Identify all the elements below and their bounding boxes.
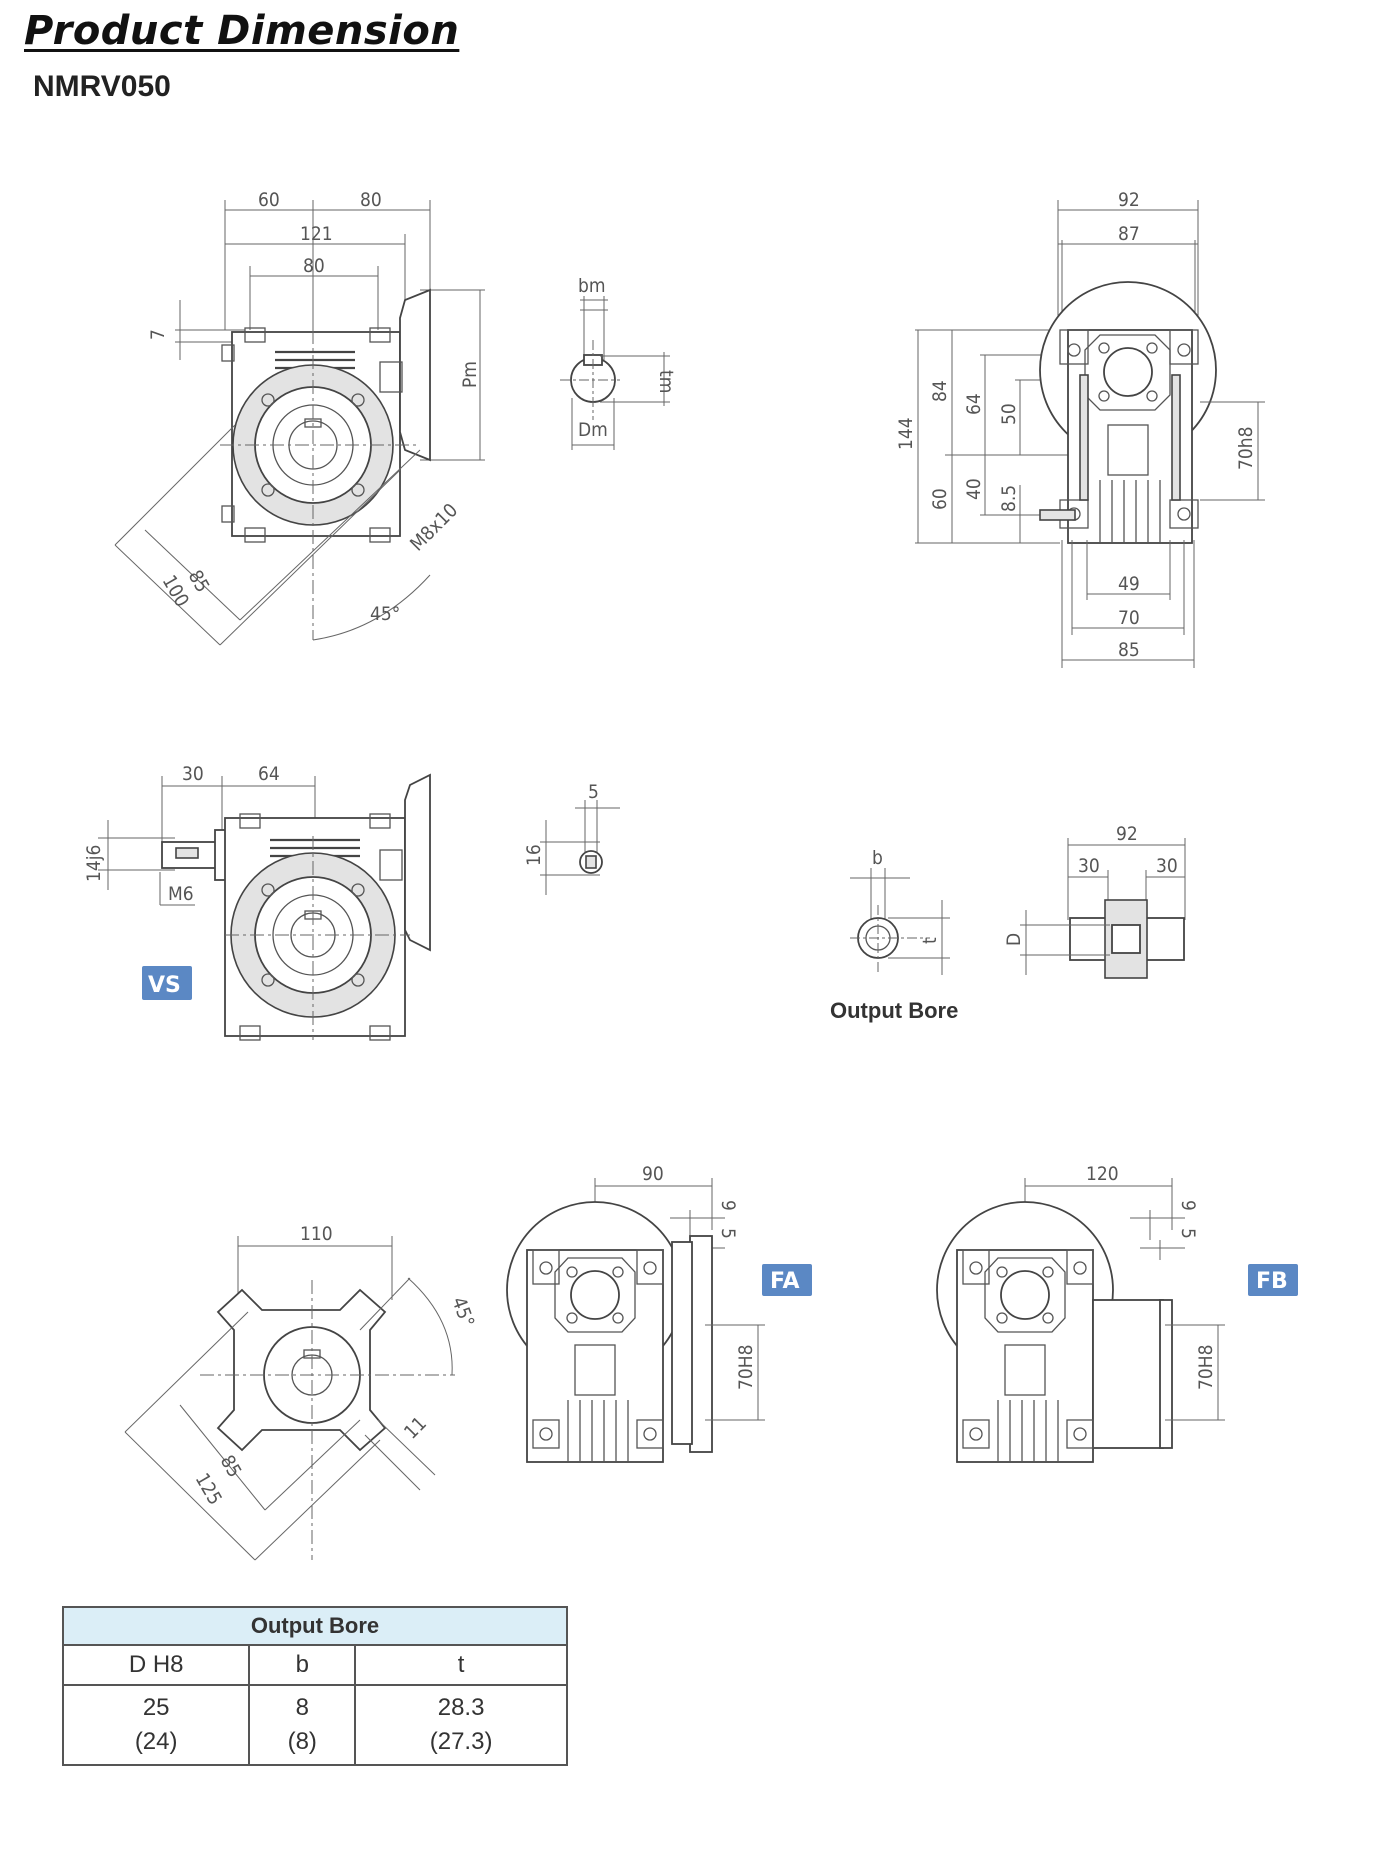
output-bore-caption: Output Bore: [830, 998, 959, 1023]
dim-side-92: 92: [1118, 189, 1140, 211]
dim-fb-5: 5: [1177, 1228, 1199, 1239]
table-cell-b-alt: (8): [287, 1728, 317, 1755]
fa-badge-label: FA: [770, 1269, 800, 1294]
dim-flange-85: 85: [216, 1452, 246, 1482]
dim-vs-64: 64: [258, 763, 280, 785]
dim-side-40: 40: [963, 478, 985, 500]
dim-side-70h8: 70h8: [1235, 427, 1257, 470]
dim-side-50: 50: [998, 403, 1020, 425]
page-title: Product Dimension: [24, 8, 460, 54]
dim-flange-11: 11: [400, 1413, 431, 1444]
dim-side-49: 49: [1118, 573, 1140, 595]
table-cell-d-alt: (24): [134, 1728, 178, 1755]
dim-keyway-tm: tm: [655, 370, 677, 393]
fa-badge: FA: [762, 1264, 812, 1296]
dim-bore-b: b: [872, 847, 883, 869]
dim-front-80-top: 80: [360, 189, 382, 211]
dim-side-87: 87: [1118, 223, 1140, 245]
dim-front-60: 60: [258, 189, 280, 211]
table-cell-t-main: 28.3: [437, 1694, 485, 1721]
dim-vs-30: 30: [182, 763, 204, 785]
front-view: 60 80 121 80 7 Pm: [114, 189, 485, 646]
table-header-d: D H8: [61, 1644, 251, 1686]
fa-view: 90 9 5 70H8: [506, 1163, 765, 1463]
dim-bore-30-right: 30: [1156, 855, 1178, 877]
dim-side-84: 84: [929, 380, 951, 402]
dim-flange-110: 110: [300, 1223, 333, 1245]
table-cell-d: 25 (24): [61, 1684, 251, 1766]
dim-bore-t: t: [919, 937, 941, 944]
dim-shaft-16: 16: [523, 844, 545, 866]
table-header-t: t: [354, 1644, 568, 1686]
fb-view: 120 9 5 70H8: [936, 1163, 1225, 1463]
dim-fa-90: 90: [642, 1163, 664, 1185]
dim-vs-14j6: 14j6: [83, 845, 105, 882]
table-row: 25 (24) 8 (8) 28.3 (27.3): [61, 1684, 568, 1766]
dim-shaft-5: 5: [588, 781, 599, 803]
fb-badge-label: FB: [1256, 1269, 1288, 1294]
dim-flange-45: 45°: [447, 1294, 478, 1330]
table-cell-b: 8 (8): [248, 1684, 357, 1766]
fb-badge: FB: [1248, 1264, 1298, 1296]
side-view: 92 87 144 84 60 64 40 50 8.5: [895, 189, 1265, 668]
table-header-b: b: [248, 1644, 357, 1686]
dim-fa-9: 9: [717, 1200, 739, 1211]
dim-side-8-5: 8.5: [998, 485, 1020, 512]
dim-side-144: 144: [895, 417, 917, 450]
output-bore-view: b t 92 30 30 D: [850, 823, 1186, 979]
dim-keyway-dm: Dm: [578, 419, 608, 441]
vs-badge: VS: [142, 966, 192, 1000]
output-bore-table: Output Bore D H8 b t 25 (24) 8 (8) 28.3 …: [61, 1606, 568, 1766]
dim-side-60: 60: [929, 488, 951, 510]
dim-front-7: 7: [147, 329, 169, 340]
vs-badge-label: VS: [148, 973, 181, 998]
dim-fb-70h8: 70H8: [1195, 1345, 1217, 1390]
dim-keyway-bm: bm: [578, 275, 606, 297]
dim-front-121: 121: [300, 223, 333, 245]
dim-fa-5: 5: [717, 1228, 739, 1239]
dim-bore-d: D: [1003, 933, 1025, 946]
dim-fb-9: 9: [1177, 1200, 1199, 1211]
table-cell-b-main: 8: [295, 1694, 309, 1721]
dim-side-85: 85: [1118, 639, 1140, 661]
dim-flange-125: 125: [191, 1470, 226, 1509]
dim-bore-92: 92: [1116, 823, 1138, 845]
dim-vs-m6: M6: [168, 883, 194, 905]
keyway-view: bm tm Dm: [560, 275, 677, 450]
dim-side-64: 64: [963, 393, 985, 415]
dim-bore-30-left: 30: [1078, 855, 1100, 877]
dim-fb-120: 120: [1086, 1163, 1119, 1185]
dim-front-pm: Pm: [459, 361, 481, 388]
dim-side-70: 70: [1118, 607, 1140, 629]
dim-front-m8x10: M8x10: [406, 499, 462, 555]
table-cell-d-main: 25: [142, 1694, 170, 1721]
dim-fa-70h8: 70H8: [735, 1345, 757, 1390]
vs-view: 30 64 14j6 M6: [83, 763, 431, 1041]
table-cell-t-alt: (27.3): [429, 1728, 493, 1755]
dim-front-80: 80: [303, 255, 325, 277]
table-title: Output Bore: [62, 1606, 568, 1646]
model-name: NMRV050: [33, 70, 171, 103]
shaft-key-view: 5 16: [523, 781, 620, 895]
table-cell-t: 28.3 (27.3): [354, 1684, 568, 1766]
dim-front-45: 45°: [370, 603, 400, 625]
flange-view: 110 45° 85 125 11: [124, 1223, 478, 1561]
